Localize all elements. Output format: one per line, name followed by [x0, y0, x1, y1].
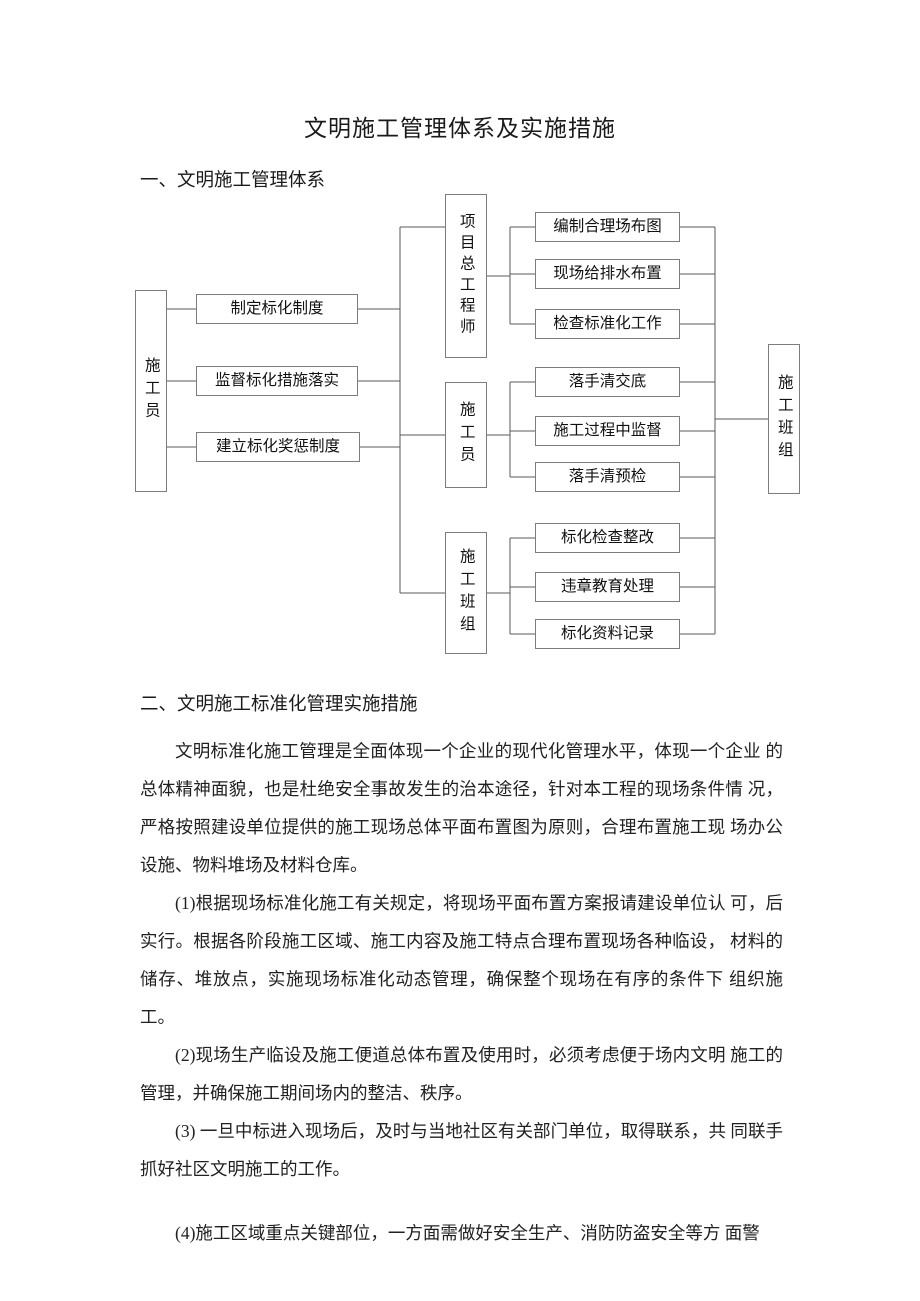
org-box-leaf: 落手清预检	[535, 462, 680, 492]
org-box-sink: 施工班组	[768, 344, 800, 494]
org-box-root-child: 制定标化制度	[196, 294, 358, 324]
body-paragraph: 文明标准化施工管理是全面体现一个企业的现代化管理水平，体现一个企业 的总体精神面…	[140, 741, 783, 875]
diagram-connectors	[167, 226, 768, 635]
document-title: 文明施工管理体系及实施措施	[304, 116, 616, 141]
org-box-leaf: 编制合理场布图	[535, 212, 680, 242]
body-paragraph: (2)现场生产临设及施工便道总体布置及使用时，必须考虑便于场内文明 施工的管理，…	[140, 1045, 783, 1103]
body-paragraph: (3) 一旦中标进入现场后，及时与当地社区有关部门单位，取得联系，共 同联手抓好…	[140, 1121, 783, 1179]
org-box-leaf: 施工过程中监督	[535, 416, 680, 446]
body-paragraph: (1)根据现场标准化施工有关规定，将现场平面布置方案报请建设单位认 可，后实行。…	[140, 893, 783, 1027]
org-box-leaf: 标化检查整改	[535, 523, 680, 553]
org-box-leaf: 标化资料记录	[535, 619, 680, 649]
org-chart: 施工员 制定标化制度 监督标化措施落实 建立标化奖惩制度 项目总工程师 施工员 …	[0, 194, 920, 662]
org-box-leaf: 现场给排水布置	[535, 259, 680, 289]
org-box-leaf: 违章教育处理	[535, 572, 680, 602]
org-box-leaf: 落手清交底	[535, 367, 680, 397]
body-paragraph: (4)施工区域重点关键部位，一方面需做好安全生产、消防防盗安全等方 面警	[175, 1223, 760, 1243]
org-box-mid: 施工班组	[445, 532, 487, 654]
org-box-mid: 项目总工程师	[445, 194, 487, 358]
section2-heading: 二、文明施工标准化管理实施措施	[140, 695, 418, 715]
org-box-root-child: 监督标化措施落实	[196, 366, 358, 396]
org-box-mid: 施工员	[445, 382, 487, 488]
section1-heading: 一、文明施工管理体系	[140, 171, 326, 191]
org-box-leaf: 检查标准化工作	[535, 309, 680, 339]
org-box-root-child: 建立标化奖惩制度	[196, 432, 360, 462]
org-box-root: 施工员	[135, 290, 167, 492]
